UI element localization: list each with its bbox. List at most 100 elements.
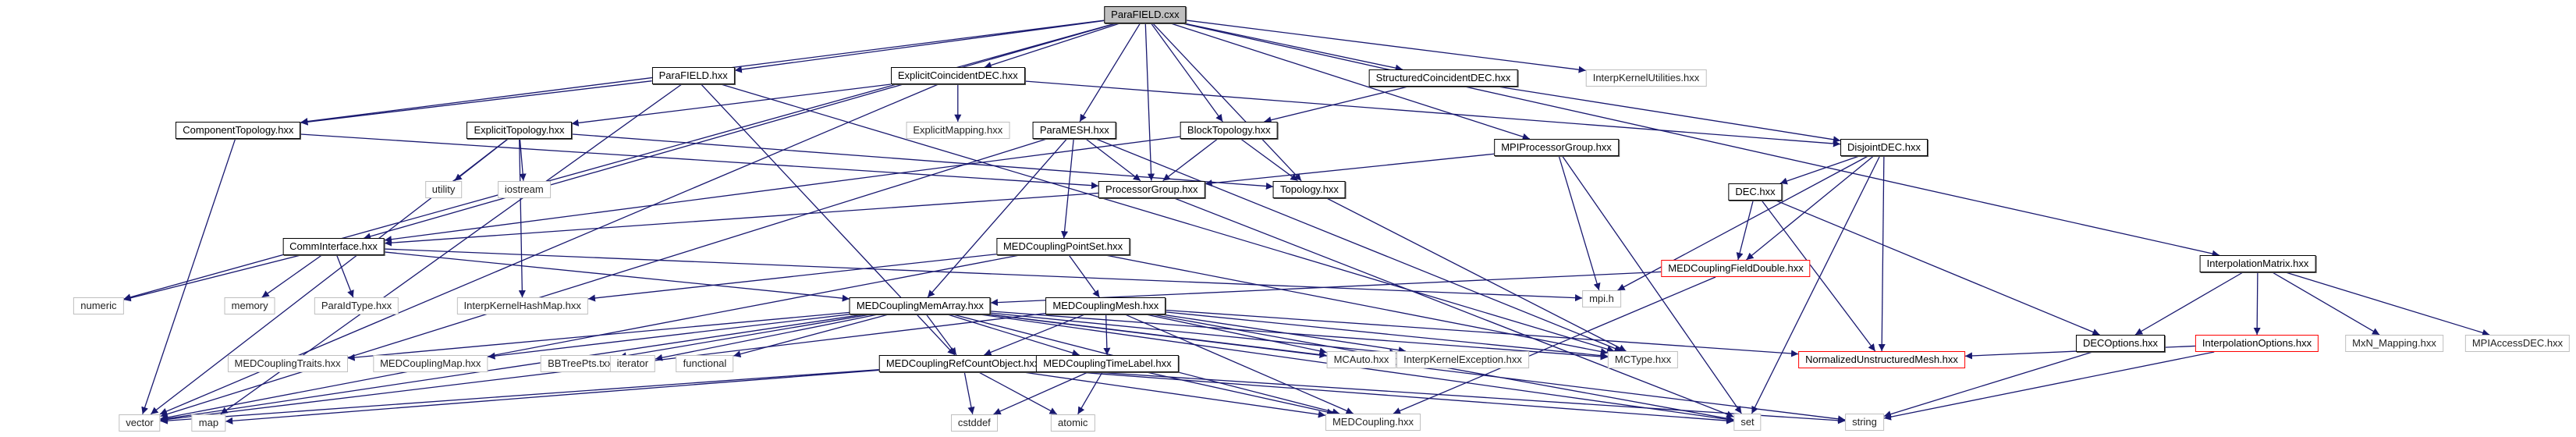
node-cstddef[interactable]: cstddef xyxy=(950,414,998,432)
node-atomic[interactable]: atomic xyxy=(1051,414,1095,432)
edge-mcmesh-to-mcauto xyxy=(1146,314,1327,355)
edge-mctimelabel-to-cstddef xyxy=(993,371,1088,415)
node-paraidtype[interactable]: ParaIdType.hxx xyxy=(314,297,399,315)
node-interpoptions[interactable]: InterpolationOptions.hxx xyxy=(2195,335,2319,352)
edge-paramesh-to-vector xyxy=(160,138,1048,417)
edge-root-to-blocktopo xyxy=(1151,23,1223,123)
node-medcoupling[interactable]: MEDCoupling.hxx xyxy=(1325,414,1421,431)
node-set[interactable]: set xyxy=(1733,414,1762,431)
node-utility[interactable]: utility xyxy=(424,180,463,198)
edge-comptopo-to-procgroup xyxy=(300,133,1099,190)
edge-paramesh-to-mcmemarray xyxy=(927,138,1068,298)
edge-root-to-numeric xyxy=(123,23,1115,301)
node-mxn[interactable]: MxN_Mapping.hxx xyxy=(2345,335,2443,352)
edge-exptopo-to-vector xyxy=(150,138,509,415)
node-disjoint[interactable]: DisjointDEC.hxx xyxy=(1840,139,1928,156)
node-map[interactable]: map xyxy=(191,414,226,432)
edge-mcrefcount-to-atomic xyxy=(978,371,1058,415)
edge-procgroup-to-set xyxy=(1173,197,1734,418)
node-comptopo[interactable]: ComponentTopology.hxx xyxy=(176,121,301,139)
node-mcauto[interactable]: MCAuto.hxx xyxy=(1326,351,1396,368)
edge-root-to-paramesh xyxy=(1079,23,1141,123)
node-blocktopo[interactable]: BlockTopology.hxx xyxy=(1180,121,1278,139)
edge-root-to-parafieldh xyxy=(734,20,1105,73)
node-iterator[interactable]: iterator xyxy=(609,354,656,372)
node-root[interactable]: ParaFIELD.cxx xyxy=(1104,6,1187,24)
edge-exptopo-to-ikhashmap xyxy=(518,138,526,298)
edge-structcoinc-to-disjoint xyxy=(1497,86,1841,144)
edge-mcmesh-to-mcrefcount xyxy=(984,314,1085,356)
edge-blocktopo-to-procgroup xyxy=(1162,138,1219,182)
edge-commif-to-mcmemarray xyxy=(384,251,850,302)
node-exptopo[interactable]: ExplicitTopology.hxx xyxy=(467,121,572,139)
node-mcpointset[interactable]: MEDCouplingPointSet.hxx xyxy=(995,238,1130,256)
edge-interpmatrix-to-mxn xyxy=(2272,272,2380,336)
edge-interpmatrix-to-mpiaccess xyxy=(2285,272,2490,336)
node-structcoinc[interactable]: StructuredCoincidentDEC.hxx xyxy=(1368,69,1518,87)
edge-mcpointset-to-mctype xyxy=(1106,254,1609,355)
node-vector[interactable]: vector xyxy=(119,414,161,432)
edge-interpoptions-to-string xyxy=(1883,351,2215,421)
edge-mcmemarray-to-ikexception xyxy=(990,312,1397,357)
edge-mcmemarray-to-iterator xyxy=(655,314,878,361)
edge-interpmatrix-to-decoptions xyxy=(2134,272,2244,336)
edge-root-to-ikutil xyxy=(1186,20,1586,73)
node-procgroup[interactable]: ProcessorGroup.hxx xyxy=(1098,180,1205,198)
edge-topology-to-mctype xyxy=(1325,197,1627,352)
edge-mcmemarray-to-bbtree xyxy=(619,314,870,360)
node-paramesh[interactable]: ParaMESH.hxx xyxy=(1032,121,1116,139)
edge-exptopo-to-topology xyxy=(571,133,1274,190)
edge-mcmemarray-to-mcmap xyxy=(488,314,850,360)
node-ikexception[interactable]: InterpKernelException.hxx xyxy=(1396,351,1529,368)
edge-commif-to-memory xyxy=(261,254,322,298)
edge-mcrefcount-to-map xyxy=(225,369,879,425)
edge-mcmesh-to-medcoupling xyxy=(1125,314,1354,414)
node-mpiaccess[interactable]: MPIAccessDEC.hxx xyxy=(2464,335,2571,352)
node-mcmap[interactable]: MEDCouplingMap.hxx xyxy=(373,354,488,372)
node-mctimelabel[interactable]: MEDCouplingTimeLabel.hxx xyxy=(1036,354,1179,372)
edge-mcmemarray-to-mctimelabel xyxy=(947,314,1080,357)
edge-mcmemarray-to-mctype xyxy=(990,311,1608,361)
node-mcmemarray[interactable]: MEDCouplingMemArray.hxx xyxy=(849,297,991,315)
node-mcmesh[interactable]: MEDCouplingMesh.hxx xyxy=(1045,297,1166,315)
node-ikhashmap[interactable]: InterpKernelHashMap.hxx xyxy=(456,297,588,315)
edge-root-to-topology xyxy=(1152,23,1302,182)
edge-parafieldh-to-comptopo xyxy=(300,80,652,126)
node-decoptions[interactable]: DECOptions.hxx xyxy=(2075,335,2166,352)
node-topology[interactable]: Topology.hxx xyxy=(1273,180,1346,198)
edge-paramesh-to-mcpointset xyxy=(1061,138,1074,239)
edge-root-to-commif xyxy=(363,23,1116,240)
edge-commif-to-paraidtype xyxy=(336,255,354,298)
edge-root-to-structcoinc xyxy=(1185,23,1403,72)
edge-paramesh-to-mctype xyxy=(1095,138,1622,352)
node-normunstruct[interactable]: NormalizedUnstructuredMesh.hxx xyxy=(1798,351,1965,368)
node-ikutil[interactable]: InterpKernelUtilities.hxx xyxy=(1585,69,1707,87)
node-interpmatrix[interactable]: InterpolationMatrix.hxx xyxy=(2199,255,2316,272)
node-mcrefcount[interactable]: MEDCouplingRefCountObject.hxx xyxy=(878,354,1047,372)
edge-mcrefcount-to-string xyxy=(1046,368,1846,425)
node-mctraits[interactable]: MEDCouplingTraits.hxx xyxy=(227,354,348,372)
edge-disjoint-to-normunstruct xyxy=(1878,155,1886,352)
node-iostream[interactable]: iostream xyxy=(497,180,551,198)
node-dec[interactable]: DEC.hxx xyxy=(1728,183,1783,201)
edge-mcmemarray-to-mcrefcount xyxy=(926,314,957,356)
node-mpih[interactable]: mpi.h xyxy=(1582,290,1621,307)
edge-mcrefcount-to-cstddef xyxy=(963,371,975,414)
edge-mcpointset-to-ikhashmap xyxy=(587,254,997,302)
node-expmap[interactable]: ExplicitMapping.hxx xyxy=(906,121,1010,139)
node-expcoinc[interactable]: ExplicitCoincidentDEC.hxx xyxy=(890,67,1025,85)
edge-mpipg-to-set xyxy=(1562,155,1742,414)
node-mcfielddouble[interactable]: MEDCouplingFieldDouble.hxx xyxy=(1661,260,1811,277)
node-numeric[interactable]: numeric xyxy=(73,297,124,315)
node-functional[interactable]: functional xyxy=(676,354,734,372)
node-bbtree[interactable]: BBTreePts.txx xyxy=(541,354,619,372)
node-string[interactable]: string xyxy=(1845,414,1884,431)
node-memory[interactable]: memory xyxy=(224,297,275,315)
node-commif[interactable]: CommInterface.hxx xyxy=(282,238,385,256)
node-parafieldh[interactable]: ParaFIELD.hxx xyxy=(651,67,735,85)
node-mpipg[interactable]: MPIProcessorGroup.hxx xyxy=(1494,139,1619,156)
edge-mcmemarray-to-functional xyxy=(733,314,889,358)
node-mctype[interactable]: MCType.hxx xyxy=(1607,351,1679,368)
edge-expcoinc-to-disjoint xyxy=(1024,80,1841,147)
